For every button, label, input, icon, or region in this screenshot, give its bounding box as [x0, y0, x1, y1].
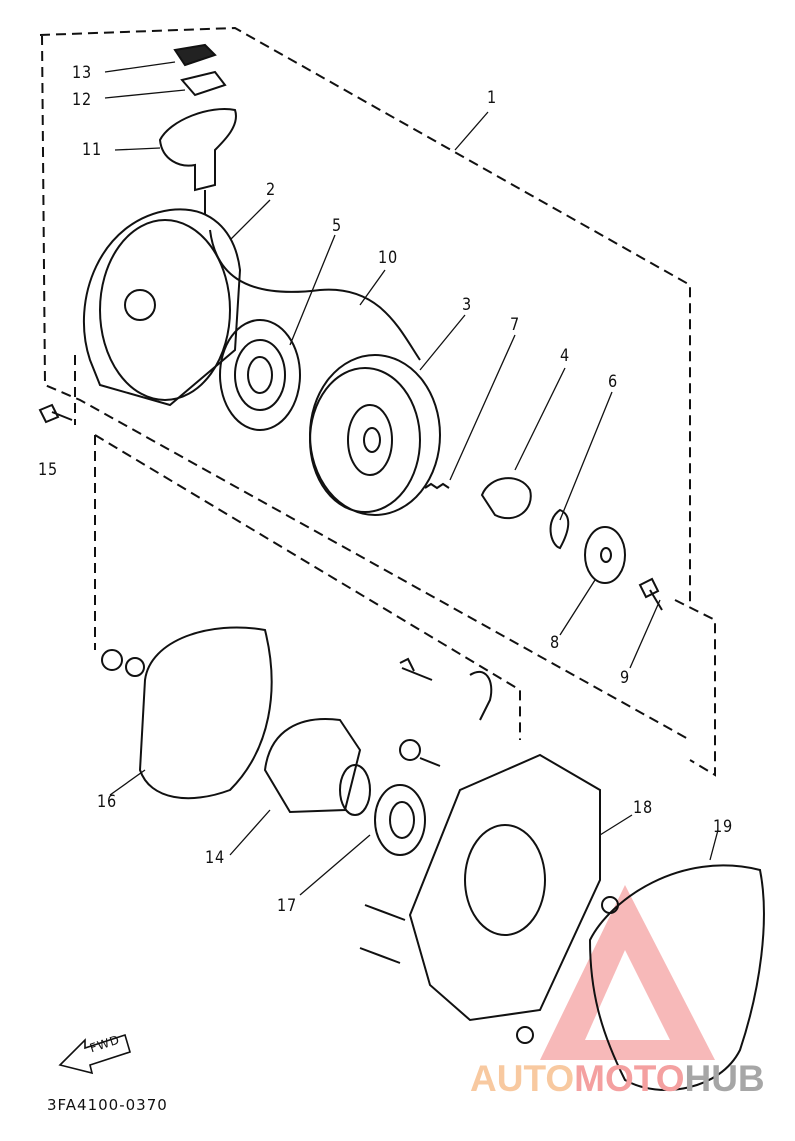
- part-15-bolt: [38, 403, 73, 424]
- part-9-bolt: [638, 577, 663, 611]
- bolt: [399, 657, 433, 681]
- callout-3: 3: [462, 295, 473, 315]
- part-18-case-cover: [408, 753, 619, 1044]
- callout-18: 18: [633, 798, 654, 818]
- part-10-rope: [209, 229, 421, 361]
- part-14-drive-cup: [263, 718, 371, 816]
- part-4-ratchet: [480, 477, 532, 520]
- watermark-hub: HUB: [684, 1058, 765, 1099]
- bolt: [359, 904, 406, 964]
- part-6-clip: [549, 508, 570, 550]
- callout-14: 14: [205, 848, 226, 868]
- watermark-triangle: [540, 885, 715, 1060]
- callout-19: 19: [713, 817, 734, 837]
- part-3-pulley: [309, 354, 441, 516]
- assembly-boundary-dashed: [39, 26, 716, 777]
- callout-16: 16: [97, 792, 118, 812]
- callout-12: 12: [72, 90, 93, 110]
- callout-9: 9: [620, 668, 631, 688]
- callout-1: 1: [487, 88, 498, 108]
- callout-10: 10: [378, 248, 399, 268]
- part-5-spring: [219, 319, 301, 431]
- callout-11: 11: [82, 140, 103, 160]
- part-16-gasket: [138, 626, 273, 800]
- part-17-oil-seal: [374, 784, 426, 856]
- callout-6: 6: [608, 372, 619, 392]
- part-8-washer: [584, 526, 626, 584]
- part-7-spring: [424, 482, 450, 490]
- washer: [125, 657, 145, 677]
- part-13-cap: [173, 43, 217, 67]
- diagram-code: 3FA4100-0370: [47, 1096, 168, 1114]
- callout-2: 2: [266, 180, 277, 200]
- part-11-handle: [158, 108, 237, 192]
- callout-4: 4: [560, 346, 571, 366]
- bushing: [399, 739, 441, 767]
- callout-15: 15: [38, 460, 59, 480]
- part-2-starter-case: [82, 208, 242, 407]
- callout-8: 8: [550, 633, 561, 653]
- callout-17: 17: [277, 896, 298, 916]
- part-19-gasket: [588, 864, 765, 1091]
- callout-7: 7: [510, 315, 521, 335]
- callout-13: 13: [72, 63, 93, 83]
- part-12-clip: [180, 70, 227, 97]
- watermark-moto: MOTO: [574, 1058, 685, 1099]
- fwd-arrow: [58, 1033, 131, 1075]
- watermark-auto: AUTO: [470, 1058, 575, 1099]
- callout-5: 5: [332, 216, 343, 236]
- leader-lines: [104, 61, 719, 896]
- nut: [101, 649, 123, 671]
- watermark-logo: AUTOMOTOHUB: [470, 1058, 765, 1100]
- clamp: [469, 670, 493, 721]
